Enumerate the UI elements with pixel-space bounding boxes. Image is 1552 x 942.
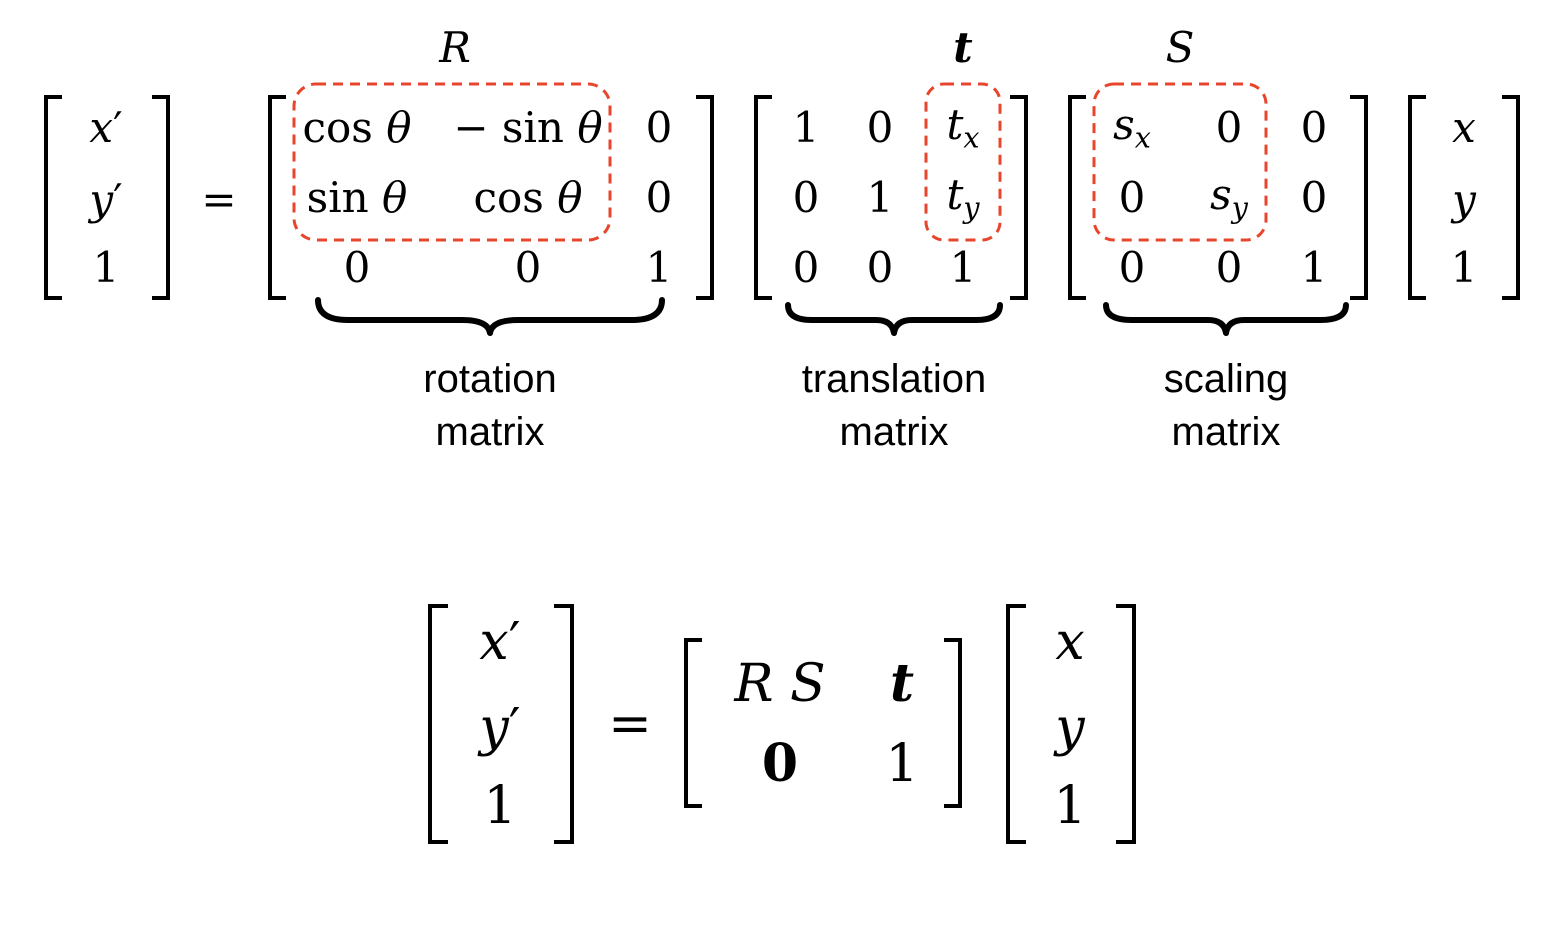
eq1-rhs-x: x: [1452, 103, 1476, 152]
eq2-rhs-right-bracket: [1116, 604, 1136, 844]
scaling-r2c1: 0: [1118, 173, 1146, 222]
translation-left-bracket: [754, 95, 772, 300]
scaling-r3c3: 1: [1300, 243, 1328, 292]
rotation-underbrace: [315, 297, 665, 336]
translation-r3c3: 1: [949, 243, 977, 292]
translation-label-line2: matrix: [839, 410, 949, 454]
eq1-lhs-y-prime: y′: [89, 175, 123, 224]
eq1-lhs-x-prime: x′: [89, 103, 123, 152]
eq1-rhs-right-bracket: [1502, 95, 1520, 300]
scaling-underbrace: [1103, 302, 1349, 336]
eq1-lhs-left-bracket: [44, 95, 62, 300]
translation-r1c1: 1: [792, 103, 820, 152]
translation-r3c1: 0: [792, 243, 820, 292]
eq2-block-right-bracket: [944, 638, 962, 808]
eq2-block-RS: R S: [734, 654, 826, 714]
translation-r1c3-tx: tx: [946, 99, 980, 155]
eq2-lhs-one: 1: [483, 776, 517, 836]
eq2-rhs-left-bracket: [1006, 604, 1026, 844]
eq2-block-zero-vector: 0: [761, 733, 799, 794]
eq2-lhs-y-prime: y′: [479, 698, 521, 758]
scaling-right-bracket: [1350, 95, 1368, 300]
scaling-r2c2-sy: sy: [1210, 169, 1248, 225]
eq2-lhs-x-prime: x′: [479, 612, 521, 672]
rotation-r3c2: 0: [514, 243, 542, 292]
rotation-r2c2: cos θ: [473, 173, 583, 222]
translation-r2c3-ty: ty: [946, 169, 980, 225]
rotation-left-bracket: [268, 95, 286, 300]
translation-r2c2: 1: [866, 173, 894, 222]
rotation-highlight-box: [292, 82, 612, 242]
eq2-block-one: 1: [885, 734, 919, 794]
rotation-r2c1: sin θ: [306, 173, 408, 222]
translation-label-line1: translation: [801, 357, 987, 401]
rotation-r1c3: 0: [645, 103, 673, 152]
translation-symbol-t: t: [953, 23, 973, 72]
eq1-lhs-one: 1: [92, 243, 120, 292]
eq1-rhs-one: 1: [1450, 243, 1478, 292]
rotation-r2c3: 0: [645, 173, 673, 222]
rotation-r1c2: − sin θ: [453, 103, 603, 152]
scaling-r1c3: 0: [1300, 103, 1328, 152]
eq2-lhs-right-bracket: [554, 604, 574, 844]
scaling-r3c1: 0: [1118, 243, 1146, 292]
eq2-equals-sign: =: [608, 694, 652, 754]
eq1-rhs-y: y: [1452, 175, 1476, 224]
scaling-r2c3: 0: [1300, 173, 1328, 222]
scaling-symbol-S: S: [1165, 23, 1195, 72]
eq2-rhs-x: x: [1055, 612, 1085, 672]
scaling-r3c2: 0: [1215, 243, 1243, 292]
translation-highlight-box: [924, 82, 1002, 242]
rotation-r1c1: cos θ: [302, 103, 412, 152]
rotation-label-line2: matrix: [435, 410, 545, 454]
eq1-equals-sign: =: [201, 175, 237, 224]
rotation-right-bracket: [696, 95, 714, 300]
eq2-rhs-y: y: [1055, 698, 1085, 758]
scaling-r1c1-sx: sx: [1113, 99, 1151, 155]
translation-r1c2: 0: [866, 103, 894, 152]
scaling-left-bracket: [1068, 95, 1086, 300]
rotation-r3c1: 0: [343, 243, 371, 292]
eq2-block-left-bracket: [684, 638, 702, 808]
eq2-block-t: t: [889, 653, 915, 714]
translation-underbrace: [785, 302, 1003, 336]
rotation-r3c3: 1: [645, 243, 673, 292]
scaling-highlight-box: [1092, 82, 1268, 242]
rotation-label-line1: rotation: [423, 357, 557, 401]
rotation-symbol-R: R: [439, 23, 471, 72]
eq1-rhs-left-bracket: [1408, 95, 1426, 300]
translation-r3c2: 0: [866, 243, 894, 292]
scaling-label-line2: matrix: [1171, 410, 1281, 454]
eq1-lhs-right-bracket: [152, 95, 170, 300]
eq2-lhs-left-bracket: [428, 604, 448, 844]
translation-right-bracket: [1010, 95, 1028, 300]
scaling-r1c2: 0: [1215, 103, 1243, 152]
eq2-rhs-one: 1: [1053, 776, 1087, 836]
scaling-label-line1: scaling: [1163, 357, 1289, 401]
translation-r2c1: 0: [792, 173, 820, 222]
